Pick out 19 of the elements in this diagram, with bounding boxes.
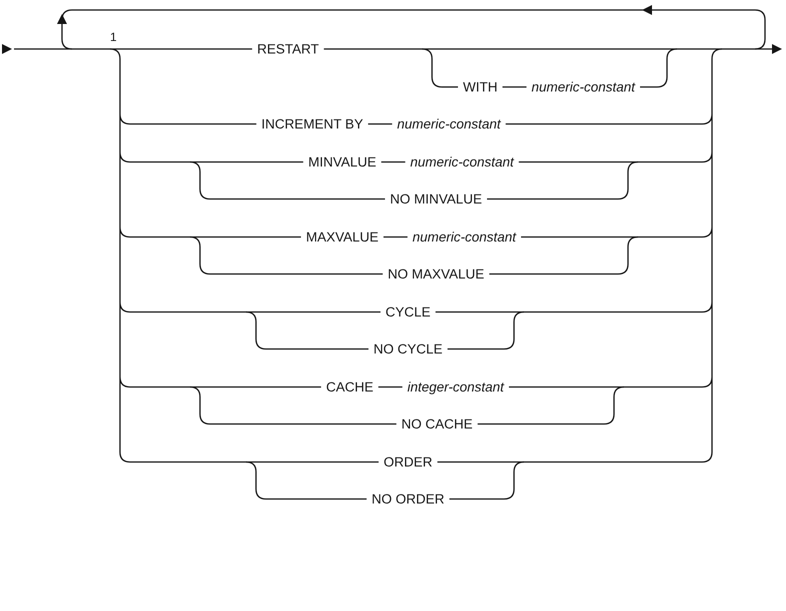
keyword: CACHE xyxy=(326,380,374,394)
keyword: ORDER xyxy=(384,455,432,469)
keyword: WITH xyxy=(462,80,498,94)
keyword: NO CYCLE xyxy=(373,342,443,356)
footnote-number: 1 xyxy=(110,31,117,43)
keyword: MAXVALUE xyxy=(306,230,378,244)
keyword: NO MINVALUE xyxy=(390,192,482,206)
keyword: NO ORDER xyxy=(372,492,444,506)
keyword: NO MAXVALUE xyxy=(388,267,484,281)
variable-name: numeric-constant xyxy=(397,117,501,131)
keyword: CYCLE xyxy=(385,305,430,319)
keyword: INCREMENT BY xyxy=(261,117,364,131)
keyword: MINVALUE xyxy=(308,155,376,169)
variable-name: integer-constant xyxy=(407,380,504,394)
keyword: NO CACHE xyxy=(401,417,473,431)
variable-name: numeric-constant xyxy=(531,80,636,94)
keyword: RESTART xyxy=(257,42,319,56)
variable-name: numeric-constant xyxy=(410,155,514,169)
variable-name: numeric-constant xyxy=(412,230,516,244)
